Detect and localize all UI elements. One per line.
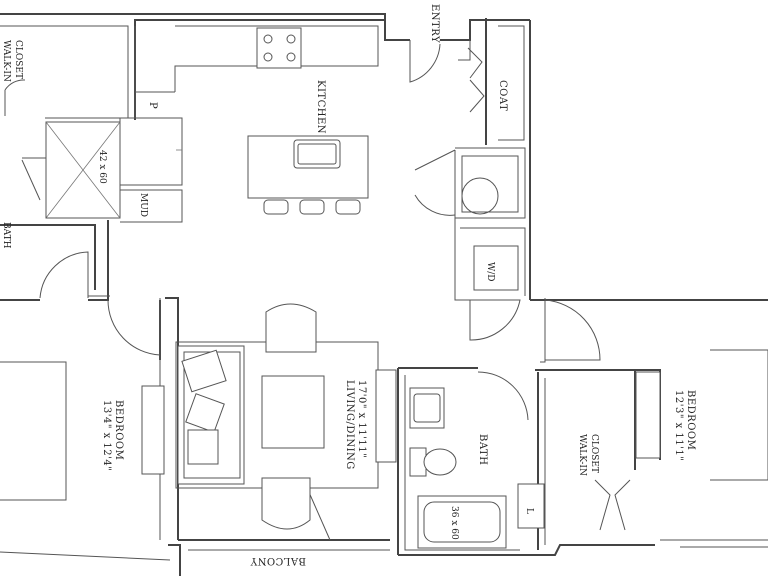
entry-label: ENTRY <box>429 4 440 43</box>
stool <box>299 199 325 215</box>
doors <box>4 40 631 541</box>
stool <box>263 199 289 215</box>
kitchen-label: KITCHEN <box>315 80 326 134</box>
walk-in-closet-left-label-1: WALK-IN <box>1 40 11 82</box>
sink <box>293 139 341 169</box>
living-dining-label: LIVING/DINING <box>344 380 355 470</box>
dryer <box>461 155 519 213</box>
linen-label: L <box>524 508 534 514</box>
tub-center-label: 36 x 60 <box>449 506 459 540</box>
media-console <box>375 369 397 463</box>
toilet-bowl <box>423 448 457 476</box>
bath-center-label: BATH <box>477 434 488 465</box>
armchair <box>265 303 317 353</box>
bath-left-label: BATH <box>1 222 11 249</box>
dresser <box>141 385 165 475</box>
washer-dryer-label: W/D <box>485 262 495 282</box>
walls <box>0 13 768 576</box>
bathtub <box>417 495 507 549</box>
bedroom-left-label: BEDROOM <box>113 400 124 460</box>
bedroom-left-dimensions: 13'4" x 12'4" <box>101 400 112 471</box>
coat-label: COAT <box>497 80 508 111</box>
washer <box>473 245 519 291</box>
dresser <box>635 371 661 459</box>
mud-label: MUD <box>138 193 148 217</box>
walk-in-closet-right-label-2: CLOSET <box>589 434 599 473</box>
room-labels: ENTRY WALK-IN CLOSET KITCHEN COAT P 42 x… <box>1 4 696 566</box>
bedroom-right-label: BEDROOM <box>685 390 696 450</box>
linen-cabinet <box>517 483 545 529</box>
cooktop <box>256 27 302 69</box>
fixtures <box>141 27 661 549</box>
armchair <box>261 477 311 530</box>
balcony-label: BALCONY <box>250 555 306 566</box>
shower-left-label: 42 x 60 <box>97 150 107 184</box>
stool <box>335 199 361 215</box>
living-dining-dimensions: 17'0" x 11'11" <box>356 380 367 458</box>
walk-in-closet-left-label-2: CLOSET <box>13 40 23 79</box>
walk-in-closet-right-label-1: WALK-IN <box>577 434 587 476</box>
kitchen-island <box>247 135 369 199</box>
bedroom-right-dimensions: 12'3" x 11'1" <box>673 390 684 461</box>
coffee-table <box>261 375 325 449</box>
pantry-label: P <box>147 102 158 109</box>
